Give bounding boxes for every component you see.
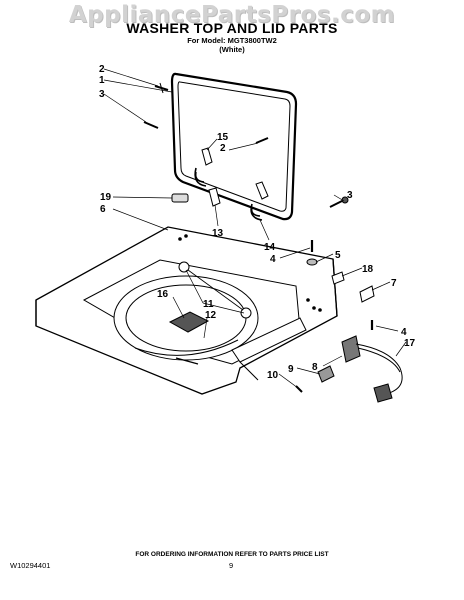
lid-switch-bracket	[231, 317, 307, 381]
callout-1: 1	[99, 75, 105, 86]
callout-8: 8	[312, 362, 318, 373]
callout-7: 7	[391, 278, 397, 289]
leader-lines	[103, 68, 407, 389]
color-line: (White)	[219, 45, 245, 54]
screw-left	[143, 121, 159, 129]
callout-2-mid: 2	[220, 143, 226, 154]
hinge-right	[250, 181, 269, 221]
ordering-note: FOR ORDERING INFORMATION REFER TO PARTS …	[135, 551, 329, 558]
bumper-19	[171, 193, 189, 203]
callout-9: 9	[288, 364, 294, 375]
callout-15: 15	[217, 132, 229, 143]
lid-switch-8	[341, 335, 361, 363]
washer-5	[306, 258, 318, 266]
callout-4-top: 4	[270, 254, 276, 265]
callout-17: 17	[404, 338, 416, 349]
callout-18: 18	[362, 264, 374, 275]
clip-7	[359, 285, 375, 303]
callout-4-right: 4	[401, 327, 407, 338]
hinge-15	[194, 147, 213, 187]
lid-frame	[170, 72, 298, 221]
washer-top-panel	[35, 226, 338, 395]
part-number: W10294401	[10, 561, 51, 570]
callout-2-top: 2	[99, 64, 105, 75]
screw-mid	[255, 137, 269, 144]
callout-13: 13	[212, 228, 224, 239]
page-title: WASHER TOP AND LID PARTS	[126, 20, 338, 36]
callout-16: 16	[157, 289, 169, 300]
hinge-13	[208, 187, 221, 207]
callout-12: 12	[205, 310, 217, 321]
callout-10: 10	[267, 370, 279, 381]
model-line: For Model: MGT3800TW2	[187, 36, 277, 45]
callout-5: 5	[335, 250, 341, 261]
callout-3-left: 3	[99, 89, 105, 100]
callout-19: 19	[100, 192, 112, 203]
page-number: 9	[229, 561, 234, 570]
screw-right	[329, 196, 349, 208]
callout-14: 14	[264, 242, 276, 253]
callout-6: 6	[100, 204, 106, 215]
clip-18	[331, 271, 345, 285]
callout-3-right: 3	[347, 190, 353, 201]
callout-11: 11	[203, 299, 214, 310]
screw-top	[154, 82, 169, 94]
watermark: AppliancePartsPros.com	[68, 2, 396, 28]
connector-9	[317, 365, 335, 383]
harness-17	[355, 343, 403, 403]
